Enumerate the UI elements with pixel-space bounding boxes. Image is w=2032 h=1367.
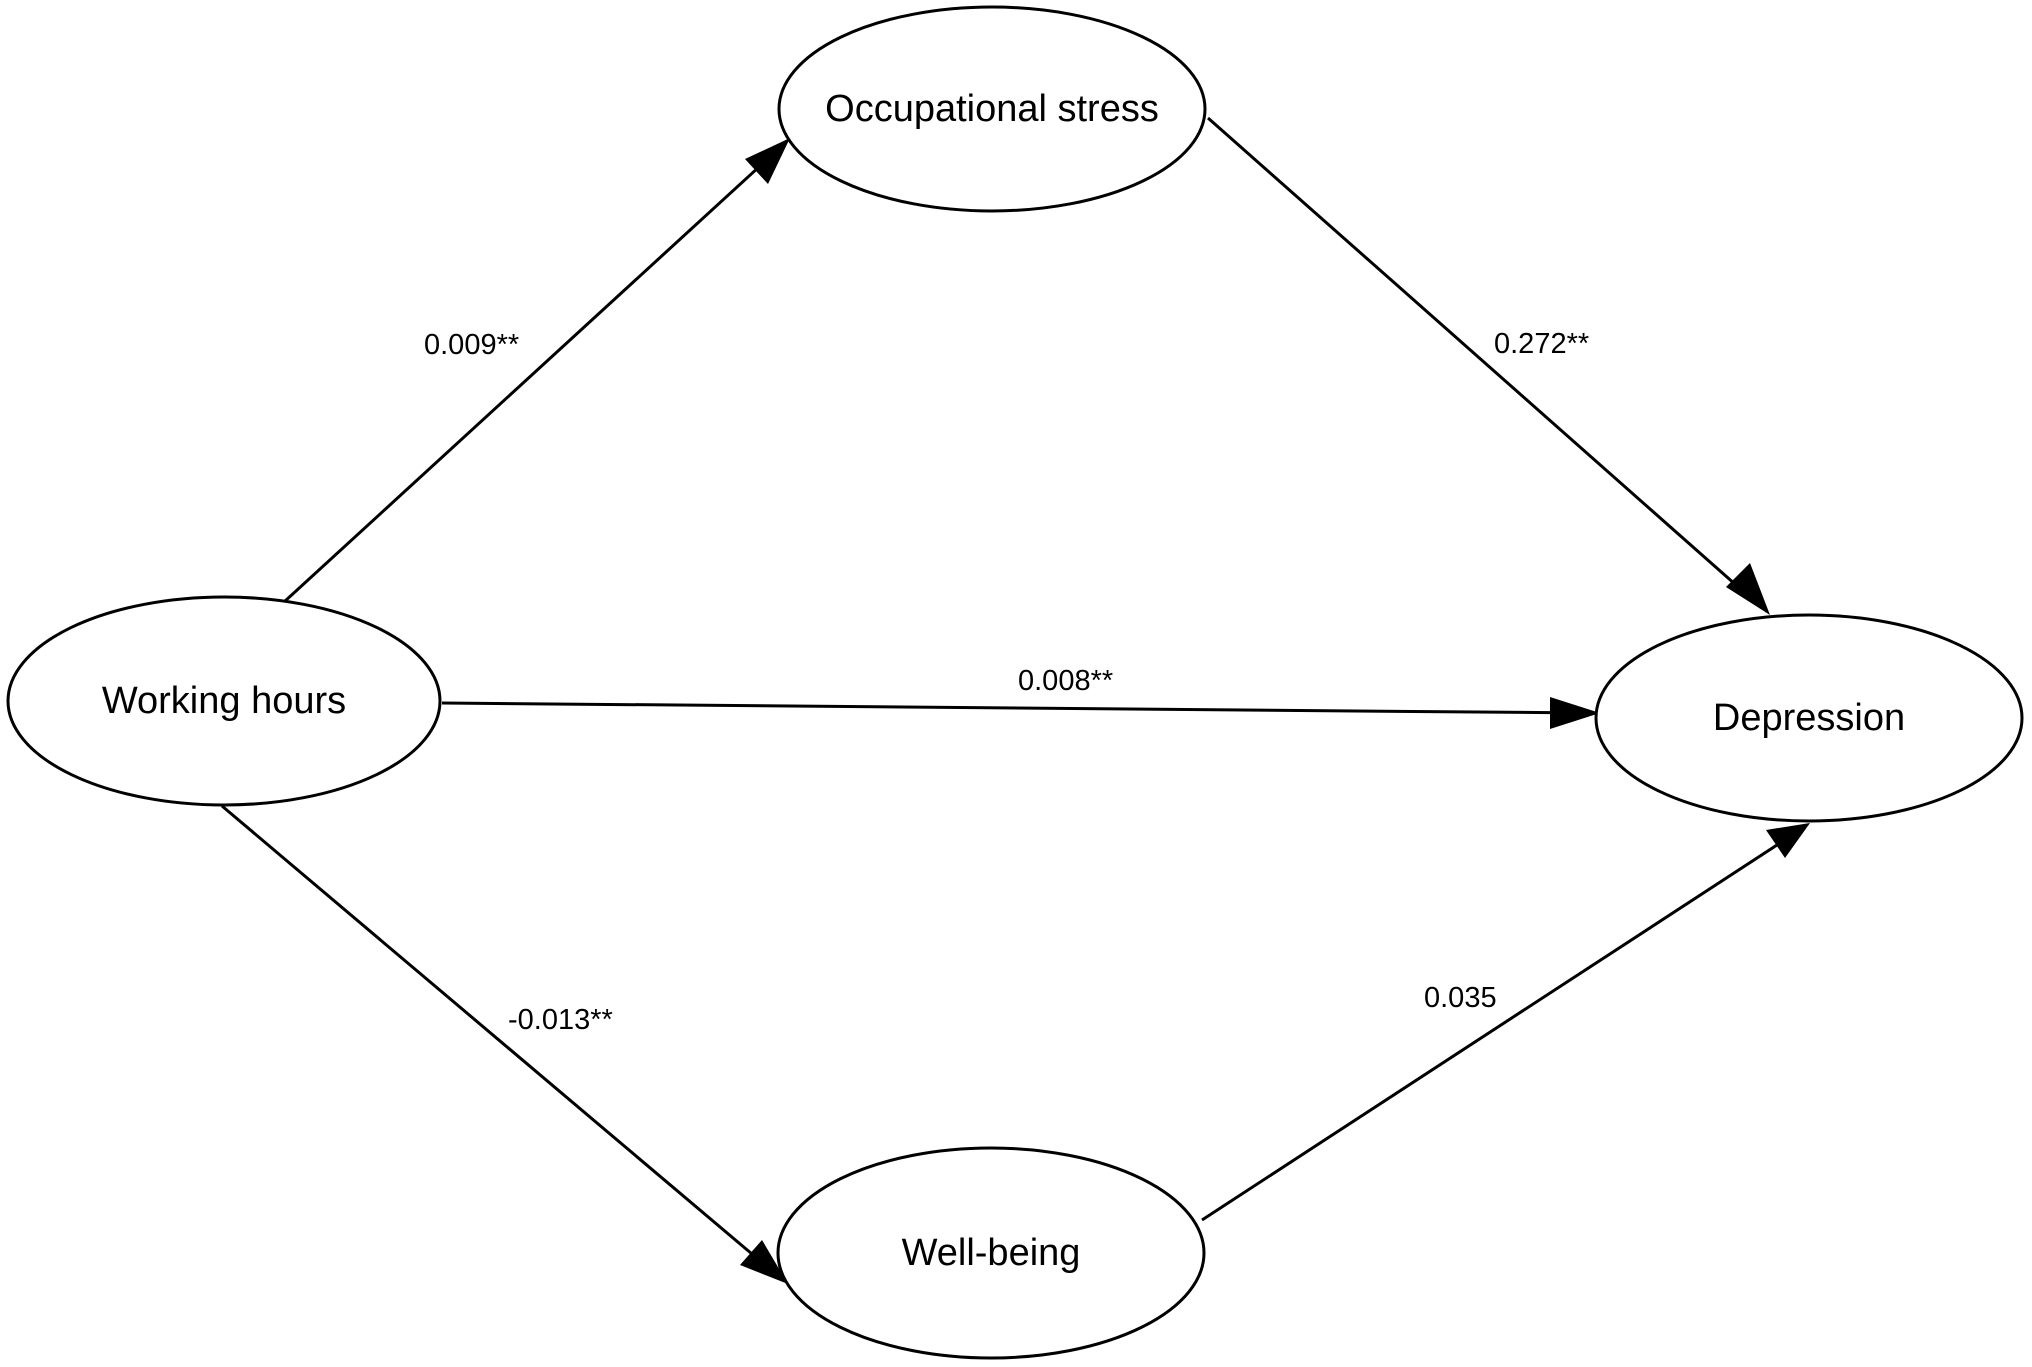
edge-label-well-being-depression: 0.035: [1424, 982, 1497, 1014]
arrowhead-occupational-stress: [745, 138, 790, 184]
node-well-being: Well-being: [776, 1146, 1206, 1360]
node-occupational-stress-ellipse: [777, 5, 1207, 213]
edge-label-working-hours-depression: 0.008**: [1018, 665, 1113, 697]
node-depression-label: Depression: [1713, 697, 1905, 739]
node-well-being-ellipse: [776, 1146, 1206, 1360]
node-working-hours-label: Working hours: [102, 680, 346, 722]
arrowhead-depression-from-well-being: [1766, 823, 1810, 858]
arrowhead-well-being: [740, 1240, 788, 1284]
node-working-hours: Working hours: [6, 595, 442, 807]
edge-working-hours-to-occupational-stress: [282, 142, 786, 604]
node-depression: Depression: [1594, 613, 2024, 823]
edge-label-working-hours-well-being: -0.013**: [508, 1004, 613, 1036]
arrowhead-depression-from-working-hours: [1550, 697, 1600, 729]
nodes: Occupational stress Working hours Depres…: [6, 5, 2024, 1360]
edge-label-occupational-stress-depression: 0.272**: [1494, 328, 1589, 360]
edge-well-being-to-depression: [1201, 828, 1801, 1222]
edge-occupational-stress-to-depression: [1207, 116, 1763, 610]
node-depression-ellipse: [1594, 613, 2024, 823]
node-occupational-stress: Occupational stress: [777, 5, 1207, 213]
node-occupational-stress-label: Occupational stress: [825, 88, 1159, 130]
edge-working-hours-to-well-being: [221, 804, 779, 1278]
edges: 0.009** 0.272** 0.008** -0.013** 0.035: [221, 116, 1810, 1284]
edge-working-hours-to-depression: [441, 701, 1591, 715]
node-working-hours-ellipse: [6, 595, 442, 807]
arrowhead-depression-from-stress: [1726, 563, 1770, 615]
edge-label-working-hours-occupational-stress: 0.009**: [424, 329, 519, 361]
node-well-being-label: Well-being: [902, 1232, 1081, 1274]
